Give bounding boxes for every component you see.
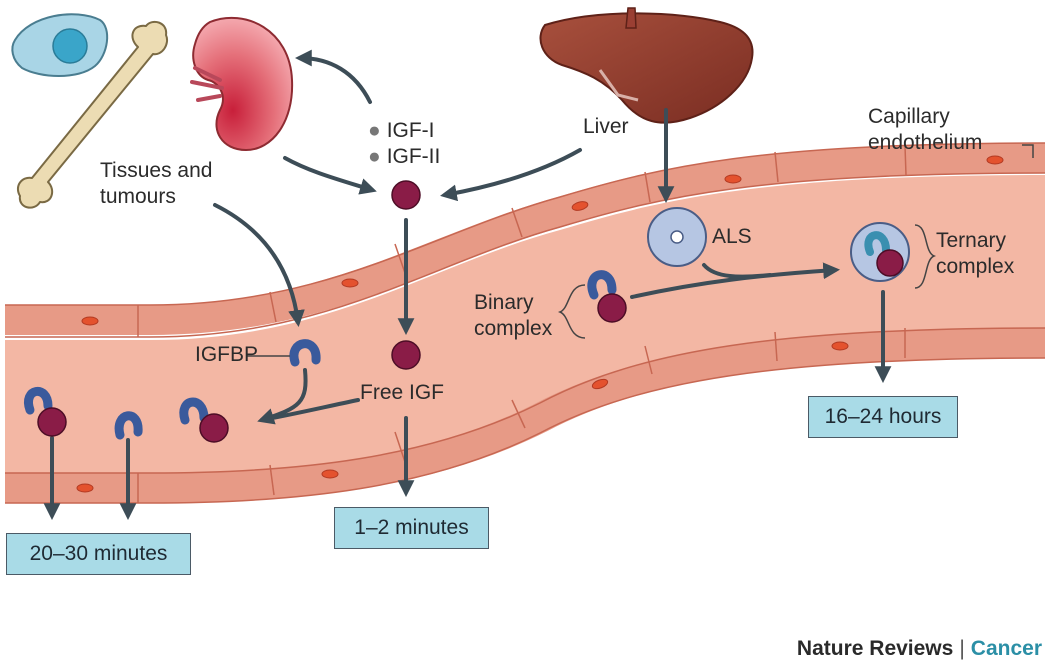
leader-lines	[247, 144, 1034, 357]
bullet-icon: ●	[368, 119, 381, 142]
igf-types-label: ●IGF-I ●IGF-II	[368, 119, 441, 168]
half-life-binary-box: 20–30 minutes	[6, 533, 191, 575]
tissues-tumours-label: Tissues and tumours	[100, 159, 213, 208]
als-label: ALS	[712, 225, 752, 248]
free-igf-label: Free IGF	[360, 381, 445, 404]
binary-complex-forming-molecule	[179, 397, 229, 443]
bullet-icon: ●	[368, 145, 381, 168]
half-life-ternary-box: 16–24 hours	[808, 396, 958, 438]
als-molecule	[647, 207, 707, 267]
liver-icon	[539, 7, 754, 124]
ternary-complex-label: Ternary complex	[936, 229, 1015, 278]
ternary-complex-molecule	[850, 222, 910, 282]
free-igfbp-molecule	[114, 411, 143, 440]
igfbp-molecule	[289, 339, 321, 367]
capillary-vessel	[5, 142, 1046, 504]
free-igf-molecule	[391, 340, 421, 370]
journal-name: Cancer	[970, 637, 1042, 660]
capillary-endothelium-label: Capillary endothelium	[868, 105, 983, 154]
bone-icon	[16, 20, 168, 209]
binary-complex-left-molecule	[24, 386, 67, 437]
igfbp-label: IGFBP	[195, 343, 259, 366]
binary-complex-molecule	[587, 270, 627, 323]
binary-complex-label: Binary complex	[474, 291, 553, 340]
footer-separator: |	[959, 637, 965, 660]
flow-arrows	[43, 49, 892, 521]
igf-molecule	[391, 180, 421, 210]
liver-label: Liver	[583, 115, 629, 138]
half-life-free-box: 1–2 minutes	[334, 507, 489, 549]
publisher-footer: Nature Reviews|Cancer	[797, 637, 1042, 661]
cell-icon	[11, 13, 109, 77]
kidney-icon	[190, 16, 294, 152]
publisher-name: Nature Reviews	[796, 637, 954, 660]
